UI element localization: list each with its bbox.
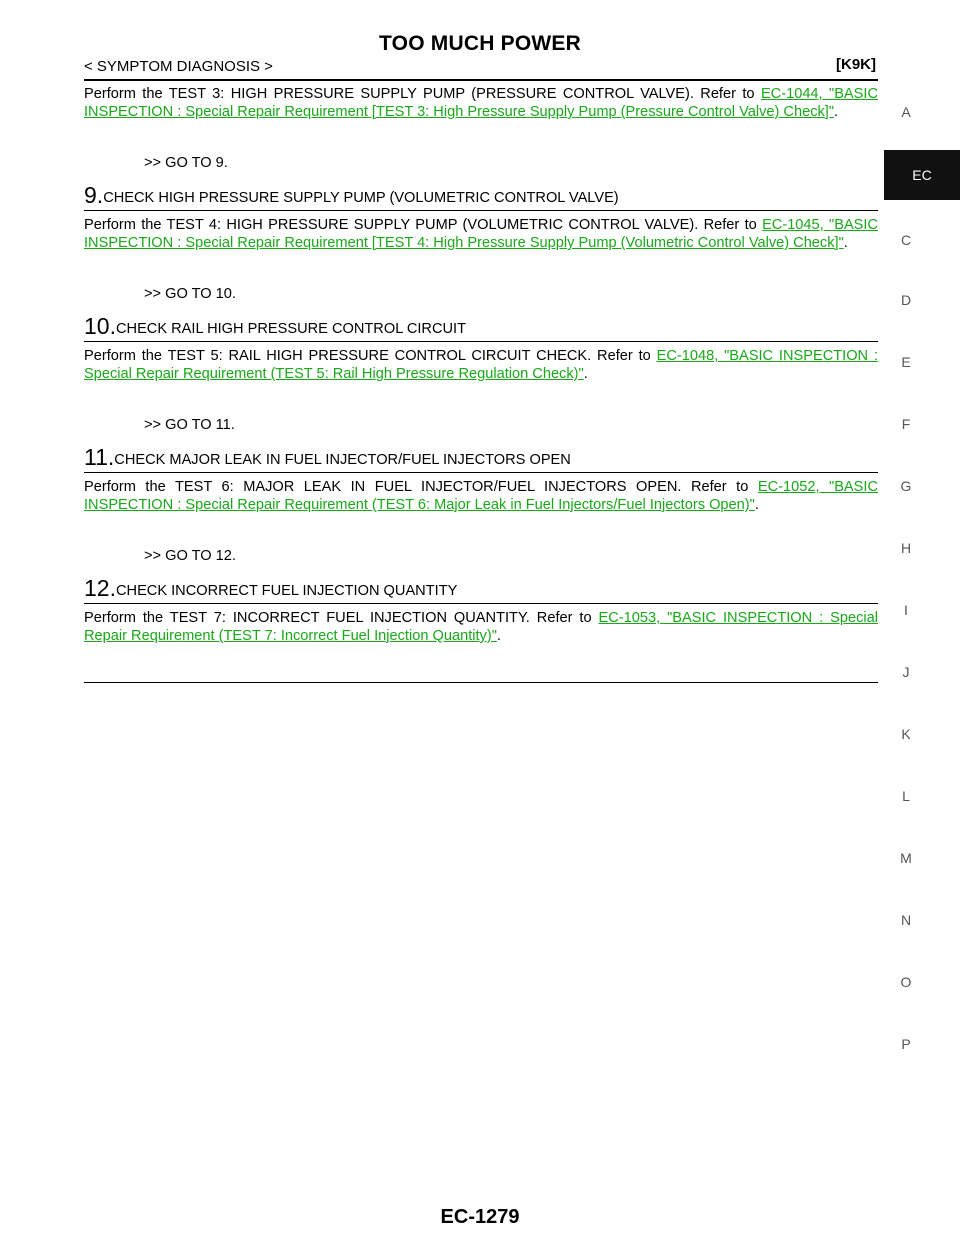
- step-paragraph: Perform the TEST 4: HIGH PRESSURE SUPPLY…: [84, 217, 878, 251]
- step-heading: 12. CHECK INCORRECT FUEL INJECTION QUANT…: [84, 577, 878, 604]
- step-heading: 10. CHECK RAIL HIGH PRESSURE CONTROL CIR…: [84, 315, 878, 342]
- engine-code: [K9K]: [836, 56, 876, 73]
- section-label: < SYMPTOM DIAGNOSIS >: [84, 58, 273, 75]
- step-paragraph: Perform the TEST 7: INCORRECT FUEL INJEC…: [84, 610, 878, 644]
- section-tab-c[interactable]: C: [900, 232, 912, 248]
- section-tab-d[interactable]: D: [900, 292, 912, 308]
- goto-step: >> GO TO 9.: [144, 155, 228, 171]
- section-tab-f[interactable]: F: [901, 416, 911, 432]
- page-number: EC-1279: [440, 1206, 520, 1228]
- step-title: CHECK MAJOR LEAK IN FUEL INJECTOR/FUEL I…: [114, 452, 571, 468]
- document-body: Perform the TEST 3: HIGH PRESSURE SUPPLY…: [84, 85, 878, 716]
- page-title: TOO MUCH POWER: [379, 32, 581, 55]
- step-title: CHECK HIGH PRESSURE SUPPLY PUMP (VOLUMET…: [103, 190, 619, 206]
- section-tab-m[interactable]: M: [900, 850, 912, 866]
- header-divider: [84, 79, 878, 81]
- step-number: 9.: [84, 182, 104, 208]
- section-tab-n[interactable]: N: [900, 912, 912, 928]
- step-heading: [84, 678, 878, 683]
- section-tab-k[interactable]: K: [901, 726, 911, 742]
- section-tab-i[interactable]: I: [904, 602, 908, 618]
- section-tab-g[interactable]: G: [900, 478, 912, 494]
- section-tab-p[interactable]: P: [901, 1036, 911, 1052]
- step-number: 12.: [84, 575, 116, 601]
- section-tab-ec[interactable]: EC: [884, 150, 960, 200]
- step-reference-link[interactable]: EC-1045, "BASIC INSPECTION : Special Rep…: [84, 217, 878, 251]
- goto-step: >> GO TO 10.: [144, 286, 236, 302]
- section-tab-h[interactable]: H: [900, 540, 912, 556]
- goto-step: >> GO TO 11.: [144, 417, 235, 433]
- step-title: CHECK INCORRECT FUEL INJECTION QUANTITY: [115, 583, 458, 599]
- intro-reference-link[interactable]: EC-1044, "BASIC INSPECTION : Special Rep…: [84, 86, 878, 120]
- step-paragraph: Perform the TEST 5: RAIL HIGH PRESSURE C…: [84, 348, 878, 382]
- step-reference-link[interactable]: EC-1052, "BASIC INSPECTION : Special Rep…: [84, 479, 878, 513]
- section-tab-e[interactable]: E: [901, 354, 911, 370]
- step-reference-link[interactable]: EC-1053, "BASIC INSPECTION : Special Rep…: [84, 610, 878, 644]
- step-heading: 9. CHECK HIGH PRESSURE SUPPLY PUMP (VOLU…: [84, 184, 878, 211]
- section-tab-a[interactable]: A: [901, 104, 911, 120]
- section-tab-l[interactable]: L: [902, 788, 910, 804]
- step-title: CHECK RAIL HIGH PRESSURE CONTROL CIRCUIT: [115, 321, 467, 337]
- section-tab-o[interactable]: O: [900, 974, 912, 990]
- step-number: 11.: [84, 444, 115, 470]
- intro-paragraph: Perform the TEST 3: HIGH PRESSURE SUPPLY…: [84, 86, 878, 120]
- step-reference-link[interactable]: EC-1048, "BASIC INSPECTION : Special Rep…: [84, 348, 878, 382]
- step-heading: 11. CHECK MAJOR LEAK IN FUEL INJECTOR/FU…: [84, 446, 878, 473]
- step-number: 10.: [84, 313, 116, 339]
- goto-step: >> GO TO 12.: [144, 548, 236, 564]
- section-tab-j[interactable]: J: [902, 664, 910, 680]
- step-paragraph: Perform the TEST 6: MAJOR LEAK IN FUEL I…: [84, 479, 878, 513]
